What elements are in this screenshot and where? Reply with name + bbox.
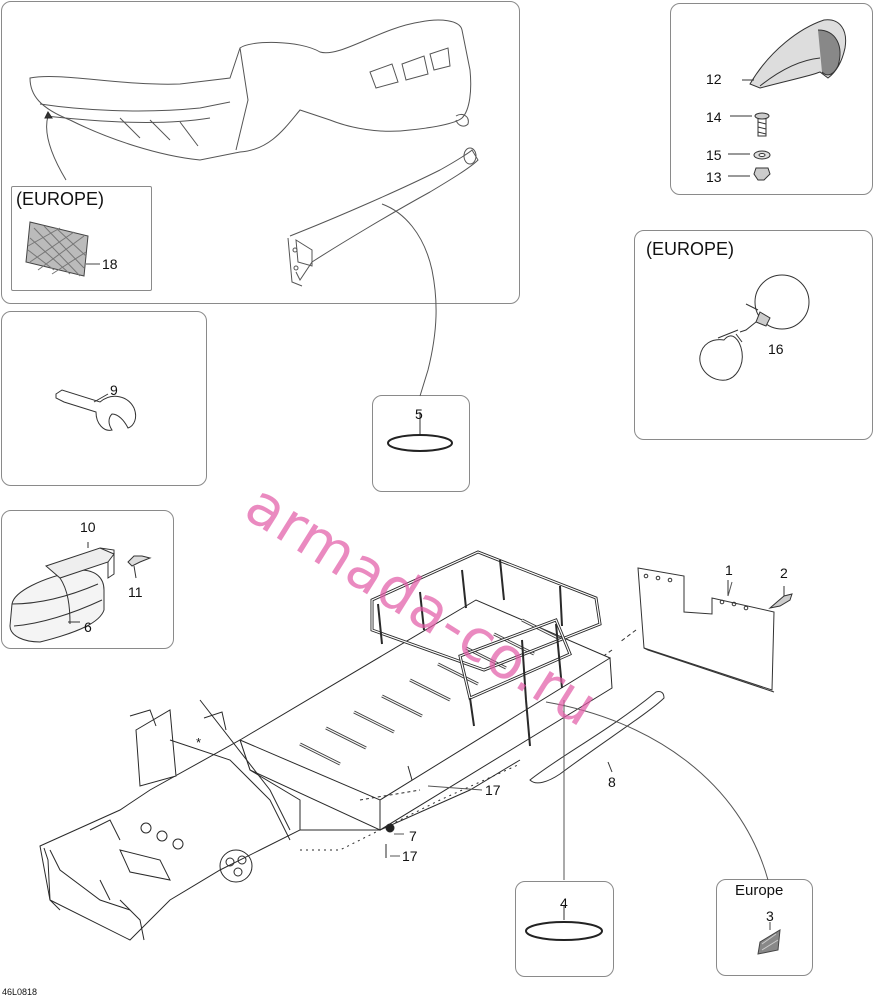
callout-12: 12 [706,71,722,87]
callout-14: 14 [706,109,722,125]
horn-panel-box [634,230,873,440]
callout-4: 4 [560,895,568,911]
callout-13: 13 [706,169,722,185]
part4-panel-box [515,881,614,977]
part5-panel-box [372,395,470,492]
hood-part [29,19,472,161]
nut-part [728,167,771,181]
horn-part [699,274,810,381]
callout-17-lower: 17 [402,848,418,864]
callout-7: 7 [409,828,417,844]
callout-1: 1 [725,562,733,578]
callout-9: 9 [110,382,118,398]
asterisk-marker: * [196,735,202,750]
europe-label-reflector18: (EUROPE) [16,189,105,209]
washer-part [728,150,771,160]
pin-11-part [127,555,152,579]
callout-10: 10 [80,519,96,535]
reflector-18-part [25,221,100,277]
part3-panel-box [716,879,813,976]
callout-2: 2 [780,565,788,581]
oring-5-part [387,434,453,452]
handle-part [287,147,479,287]
side-panel-8-part [529,691,665,784]
hood-leader [46,115,67,181]
callout-3: 3 [766,908,774,924]
wrench-part [55,389,137,431]
mudflap-part [597,567,775,693]
wrench-panel-box [1,311,207,486]
bracket-10-part [45,542,115,579]
europe-label-reflector3: Europe [735,882,784,899]
callout-18: 18 [102,256,118,272]
europe-label-horn: (EUROPE) [646,239,735,259]
callout-11: 11 [128,584,143,600]
screw-part [730,112,770,137]
callout-5: 5 [415,406,423,422]
bolt-2-part [768,586,793,609]
callout-17-upper: 17 [485,782,501,798]
callout-16: 16 [768,341,784,357]
drawing-code: 46L0818 [2,987,38,997]
chassis-frame [39,550,613,941]
oring-5-leader [381,203,437,397]
seat-part [9,569,105,643]
mirror-part [742,19,847,89]
callout-15: 15 [706,147,722,163]
callout-8: 8 [608,774,616,790]
oring-4-part [525,921,603,941]
reflector-3-part [757,922,781,955]
callout-6: 6 [84,619,92,635]
